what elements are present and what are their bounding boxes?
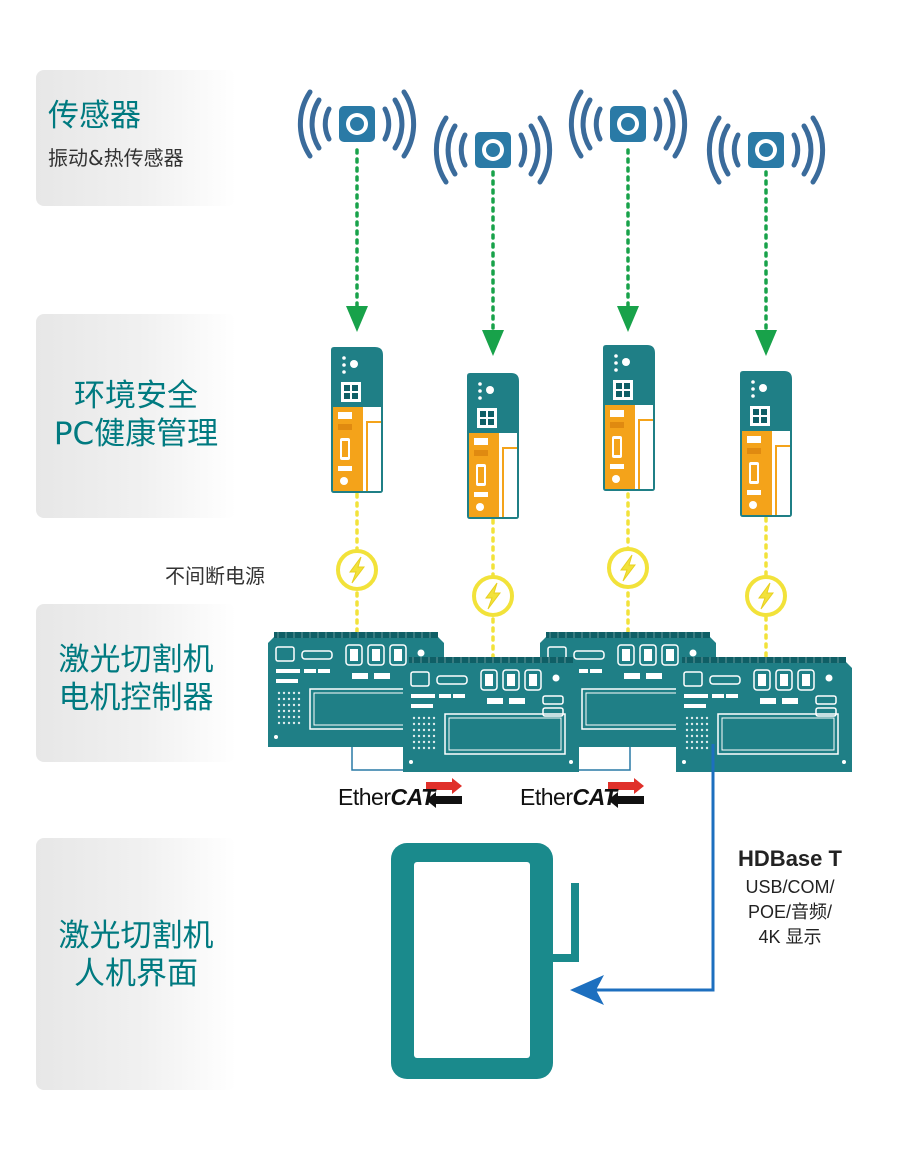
hdbase-detail: USB/COM/ POE/音频/ 4K 显示 [745, 876, 835, 948]
hdbase-label: HDBase T USB/COM/ POE/音频/ 4K 显示 [728, 844, 852, 950]
hdbase-link [596, 744, 715, 992]
row-panel-hmi [36, 838, 236, 1090]
row-panel-controller [36, 604, 236, 762]
ipc-module-icon [740, 371, 792, 517]
ethercat-bold: CAT [390, 784, 435, 810]
power-bolt-icon [607, 547, 649, 589]
ethercat-label-2: EtherCAT [520, 784, 617, 811]
ipc-module-icon [467, 373, 519, 519]
ethercat-label-1: EtherCAT [338, 784, 435, 811]
power-bolt-icon [472, 575, 514, 617]
power-bolt-icon [336, 549, 378, 591]
row-panel-health [36, 314, 236, 518]
ethercat-bold: CAT [572, 784, 617, 810]
hdbase-arrowhead [570, 975, 604, 1005]
ethercat-prefix: Ether [338, 784, 391, 810]
ipc-module-icon [331, 347, 383, 493]
row-panel-sensor [36, 70, 236, 206]
ethercat-arrow-icon [608, 778, 644, 808]
ethercat-prefix: Ether [520, 784, 573, 810]
sensor-subtitle: 振动&热传感器 [48, 146, 184, 170]
ups-label: 不间断电源 [165, 564, 265, 588]
ipc-module-icon [603, 345, 655, 491]
controller-title: 激光切割机 电机控制器 [58, 642, 214, 716]
ethercat-arrow-icon [426, 778, 462, 808]
health-title: 环境安全 PC健康管理 [53, 378, 219, 452]
embedded-computer-icon [675, 656, 853, 773]
sensor-link-lines [355, 148, 768, 332]
hmi-title: 激光切割机 人机界面 [58, 918, 214, 992]
embedded-computer-icon [402, 656, 580, 773]
wireless-sensor-icon [300, 92, 413, 156]
touch-panel-icon [391, 843, 579, 1079]
wireless-sensor-icon [571, 92, 684, 156]
sensor-title: 传感器 [48, 98, 141, 134]
power-bolt-icon [745, 575, 787, 617]
hdbase-title: HDBase T [738, 846, 842, 871]
sensor-link-arrowheads [346, 306, 777, 356]
